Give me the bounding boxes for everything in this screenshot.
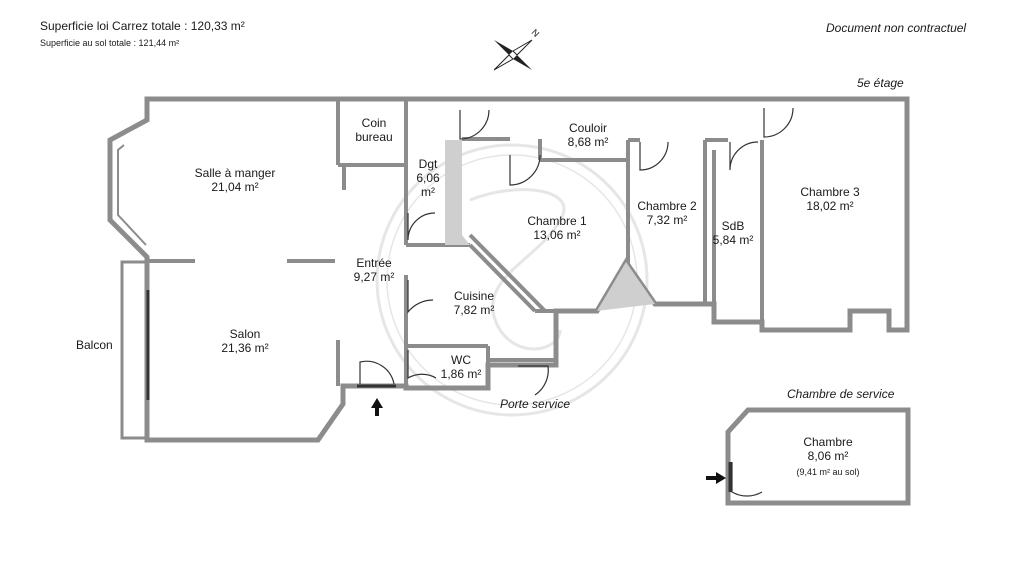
compass-icon [493,39,533,71]
room-chambre-1: Chambre 1 13,06 m² [527,214,587,243]
balcony [120,260,147,440]
room-area: 18,02 m² [806,198,854,213]
entrance-arrow-icon [371,398,383,416]
room-name: Salon [229,327,261,341]
room-entree: Entrée 9,27 m² [353,256,395,285]
disclaimer: Document non contractuel [826,21,967,35]
room-area: 5,84 m² [712,232,754,247]
room-salle-a-manger: Salle à manger 21,04 m² [194,166,276,195]
room-cuisine: Cuisine 7,82 m² [453,289,495,318]
room-chambre-3: Chambre 3 18,02 m² [800,185,860,214]
room-name: Chambre [803,435,853,449]
room-name: Salle à manger [194,166,276,180]
room-area: 21,36 m² [221,340,269,355]
room-area: 21,04 m² [211,179,259,194]
room-area: 8,68 m² [567,134,609,149]
service-room-note: (9,41 m² au sol) [796,467,860,477]
room-coin-bureau: Coin bureau [355,116,393,145]
room-name: Chambre 3 [800,185,860,199]
room-name: Chambre 2 [637,199,697,213]
room-area-unit: m² [420,184,435,199]
room-name: Cuisine [453,289,495,303]
sol-total: Superficie au sol totale : 121,44 m² [40,38,180,48]
room-sdb: SdB 5,84 m² [712,219,754,248]
room-balcon: Balcon [76,338,113,352]
room-area: 8,06 m² [807,448,849,463]
room-dgt: Dgt 6,06 m² [416,157,440,199]
room-name: Coin [361,116,387,130]
room-area: 9,27 m² [353,269,395,284]
room-couloir: Couloir 8,68 m² [567,121,609,150]
room-name: Dgt [418,157,438,171]
room-area: 13,06 m² [533,227,581,242]
room-area: 7,32 m² [646,212,688,227]
room-name: SdB [721,219,745,233]
room-name-2: bureau [355,129,393,144]
room-area: 6,06 [416,170,440,185]
room-salon: Salon 21,36 m² [221,327,269,356]
duct-areas [445,140,655,311]
room-area: 7,82 m² [453,302,495,317]
bay-window [117,144,147,246]
room-name: Entrée [356,256,392,270]
porte-service-label: Porte service [500,397,571,411]
room-name: WC [451,353,471,367]
room-area: 1,86 m² [440,366,482,381]
service-room-walls [725,407,911,506]
room-name: Couloir [568,121,607,135]
doors [359,107,794,396]
carrez-total: Superficie loi Carrez totale : 120,33 m² [40,19,245,33]
room-chambre-2: Chambre 2 7,32 m² [637,199,697,228]
service-room-door [731,462,763,497]
service-room-label: Chambre 8,06 m² [803,435,853,464]
floor-label: 5e étage [857,76,904,90]
interior-walls [147,99,764,388]
room-name: Chambre 1 [527,214,587,228]
service-entrance-arrow-icon [706,472,726,484]
room-wc: WC 1,86 m² [440,353,482,382]
service-room-title: Chambre de service [787,387,895,401]
